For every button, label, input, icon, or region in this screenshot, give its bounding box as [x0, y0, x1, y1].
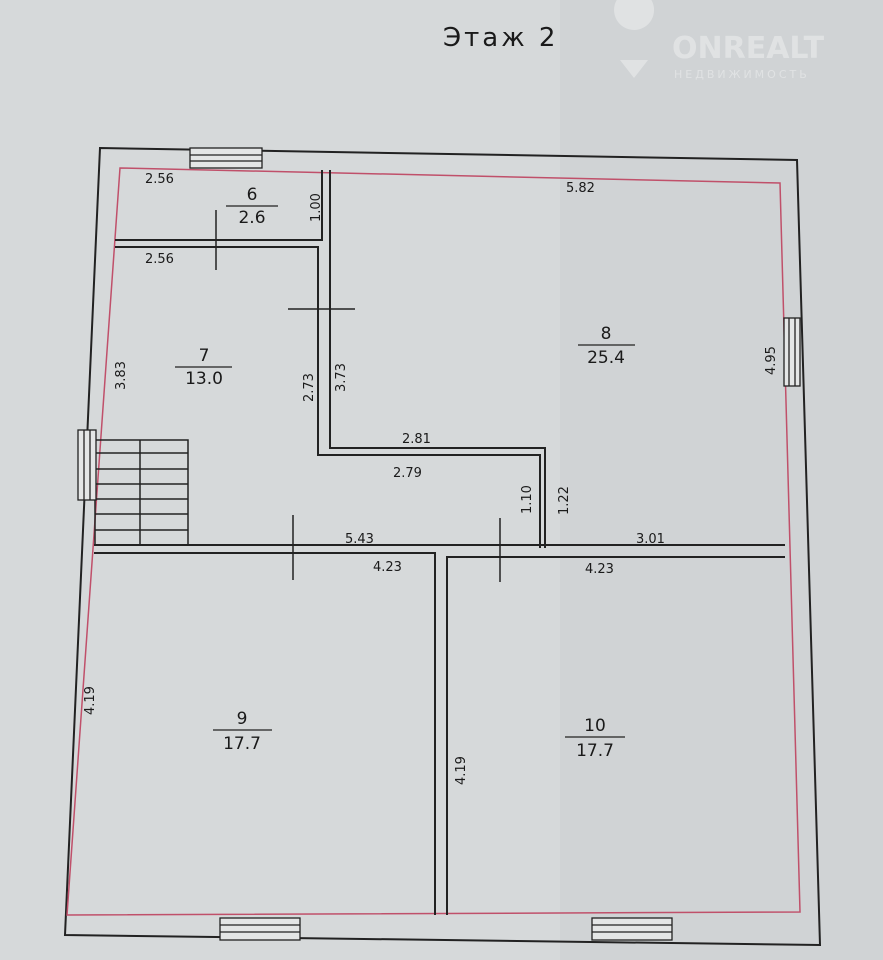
dim-r7-bottom: 5.43: [345, 532, 374, 547]
dim-r8-right: 4.95: [764, 346, 779, 375]
dim-r8-left: 3.73: [334, 363, 349, 392]
outer-wall: [63, 146, 822, 947]
dim-r6-bottom: 2.56: [145, 252, 174, 267]
window-bottom-left: [219, 917, 301, 941]
room-8-number: 8: [601, 324, 612, 344]
dim-r7-notch-side: 1.10: [520, 485, 535, 514]
inner-outline: [66, 167, 801, 916]
watermark: ONREALT НЕДВИЖИМОСТЬ: [614, 0, 825, 81]
dimension-labels: 2.56 2.56 1.00 5.82 4.95 3.73 2.81 1.22 …: [83, 172, 779, 785]
interior-walls: [94, 170, 785, 915]
dim-r8-bottom: 3.01: [636, 532, 665, 547]
dim-r7-right: 2.73: [302, 373, 317, 402]
lower-walls: [94, 544, 785, 915]
shadow: [560, 0, 883, 960]
windows: [77, 147, 801, 941]
room-6-area: 2.6: [238, 208, 265, 228]
dim-r8-notch-side: 1.22: [557, 486, 572, 515]
room-label-dividers: [175, 205, 635, 738]
room-7-number: 7: [199, 346, 210, 366]
dim-r9-top: 4.23: [373, 560, 402, 575]
watermark-subtitle: НЕДВИЖИМОСТЬ: [674, 68, 810, 81]
dim-r7-left: 3.83: [114, 361, 129, 390]
house-pin-icon: [614, 0, 654, 78]
room-10-area: 17.7: [576, 741, 614, 761]
dim-r6-top: 2.56: [145, 172, 174, 187]
room-8-area: 25.4: [587, 348, 625, 368]
dim-r9-left: 4.19: [83, 686, 98, 715]
dim-r6-side: 1.00: [309, 193, 324, 222]
floor-title: Этаж 2: [443, 23, 558, 53]
room-7-area: 13.0: [185, 369, 223, 389]
dim-r7-notch: 2.79: [393, 466, 422, 481]
dim-r8-top: 5.82: [566, 181, 595, 196]
room-6-number: 6: [247, 185, 258, 205]
dim-r10-left: 4.19: [454, 756, 469, 785]
window-right: [783, 317, 801, 387]
dim-r8-notch-top: 2.81: [402, 432, 431, 447]
dim-r10-top: 4.23: [585, 562, 614, 577]
room-10-number: 10: [584, 716, 606, 736]
room-9-number: 9: [237, 709, 248, 729]
window-bottom-right: [591, 917, 673, 941]
window-left: [77, 429, 97, 501]
stairs: [94, 439, 189, 546]
watermark-brand: ONREALT: [672, 31, 825, 66]
window-top: [189, 147, 263, 169]
room-9-area: 17.7: [223, 734, 261, 754]
